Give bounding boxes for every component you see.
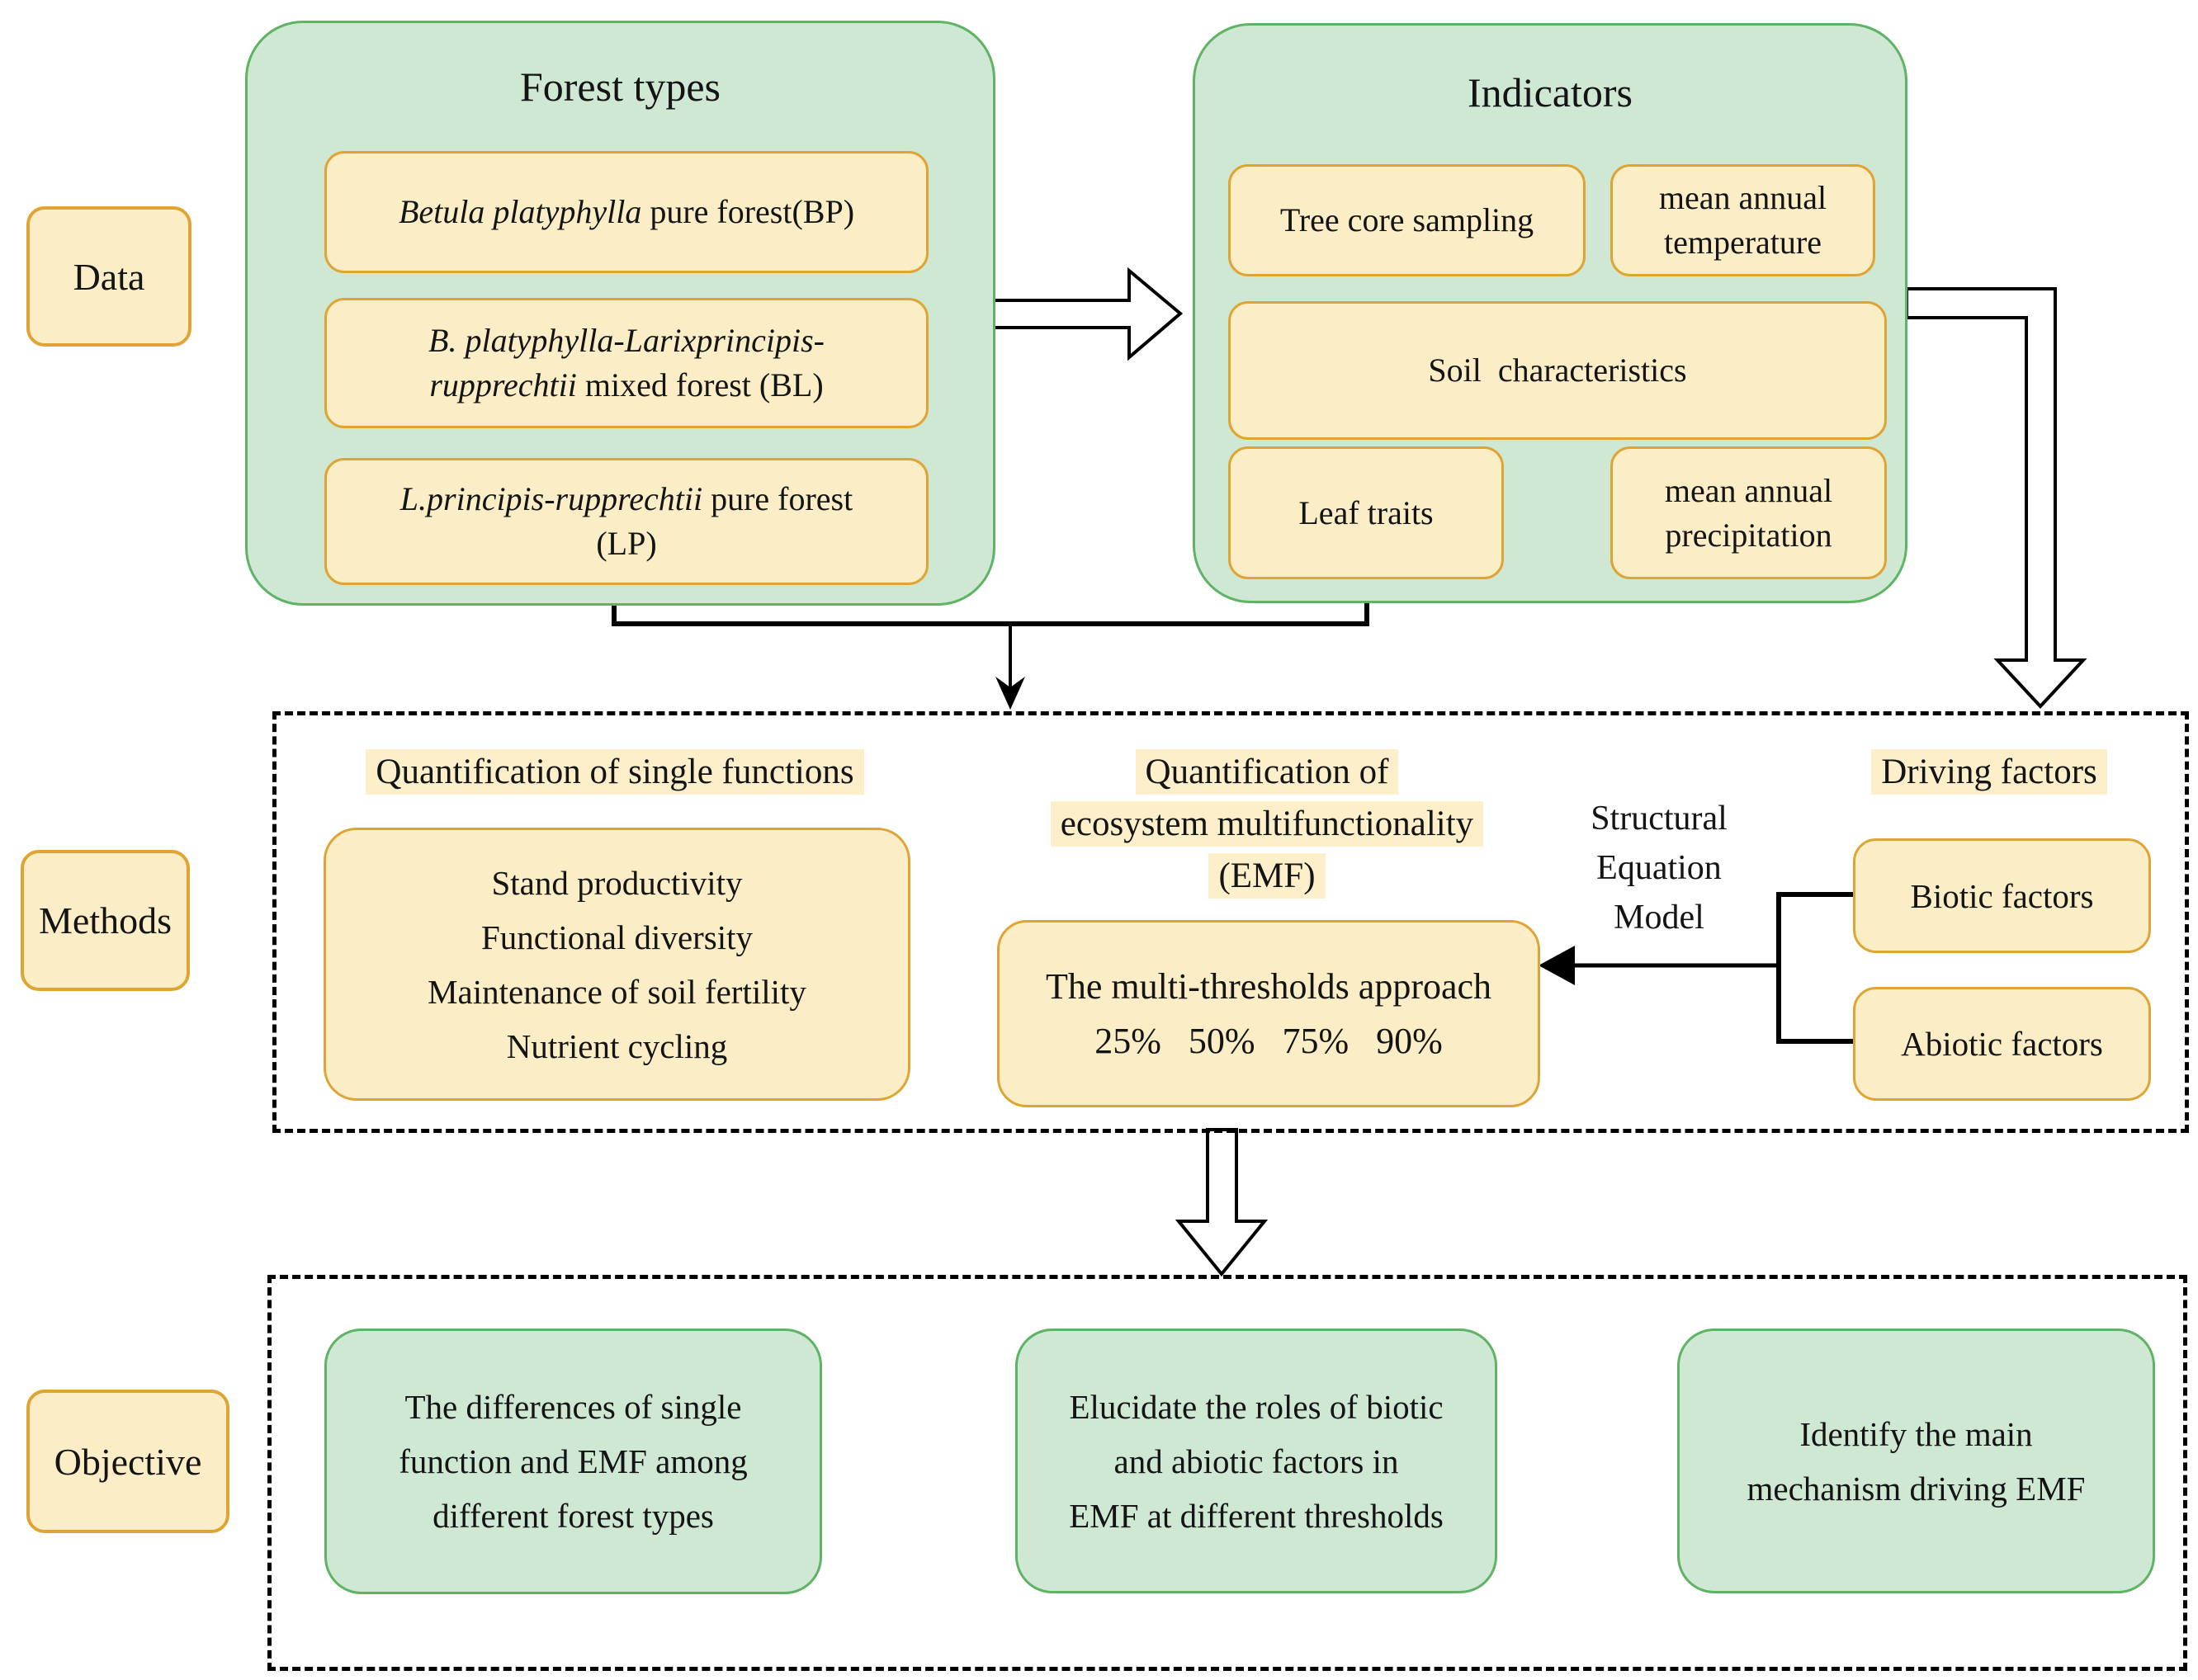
bl-species-line1: B. platyphylla-Larixprincipis- xyxy=(428,322,825,359)
bracket-to-methods-arrowhead xyxy=(995,677,1025,710)
mean-precip-box: mean annual precipitation xyxy=(1610,446,1887,579)
bl-forest-box: B. platyphylla-Larixprincipis- rupprecht… xyxy=(324,298,929,428)
single-functions-heading-text: Quantification of single functions xyxy=(366,749,864,795)
abiotic-factors-box: Abiotic factors xyxy=(1853,987,2151,1101)
forest-types-title: Forest types xyxy=(519,64,721,110)
sem-line: Equation xyxy=(1596,849,1722,887)
objective1-line: The differences of single xyxy=(404,1388,742,1426)
lp-species: L.principis-rupprechtii xyxy=(399,480,703,517)
bl-rest: mixed forest (BL) xyxy=(576,366,824,403)
mean-temp-line2: temperature xyxy=(1664,224,1822,261)
lp-forest-line2: (LP) xyxy=(596,525,657,562)
sem-line: Structural xyxy=(1591,800,1728,838)
data-label-text: Data xyxy=(73,255,145,298)
bl-forest-line1: B. platyphylla-Larixprincipis- xyxy=(428,319,825,363)
mean-temp-line1: mean annual xyxy=(1658,179,1827,216)
lp-forest-line1: L.principis-rupprechtii pure forest xyxy=(400,477,853,521)
objective-label-text: Objective xyxy=(54,1440,202,1483)
thresholds-line2: 25% 50% 75% 90% xyxy=(1094,1020,1443,1061)
leaf-traits-text: Leaf traits xyxy=(1298,493,1434,531)
single-functions-box: Stand productivity Functional diversity … xyxy=(324,828,910,1101)
emf-heading: Quantification of ecosystem multifunctio… xyxy=(978,749,1556,899)
mean-temp-box: mean annual temperature xyxy=(1610,164,1875,276)
sem-line: Model xyxy=(1614,899,1704,937)
tree-core-box: Tree core sampling xyxy=(1228,164,1586,276)
objective2-line: EMF at different thresholds xyxy=(1069,1496,1444,1535)
lp-rest: pure forest xyxy=(702,480,853,517)
driving-factors-heading-text: Driving factors xyxy=(1871,749,2107,795)
objective-box-1: The differences of single function and E… xyxy=(324,1328,822,1594)
single-function-item: Stand productivity xyxy=(491,863,743,902)
indicators-panel: Indicators Tree core sampling mean annua… xyxy=(1193,23,1907,603)
bp-rest: pure forest(BP) xyxy=(641,193,855,230)
objective2-line: Elucidate the roles of biotic xyxy=(1069,1387,1444,1426)
soil-box: Soil characteristics xyxy=(1228,301,1887,440)
objective-label: Objective xyxy=(26,1390,229,1533)
biotic-factors-text: Biotic factors xyxy=(1910,876,2094,915)
single-functions-heading: Quantification of single functions xyxy=(281,749,949,795)
thresholds-line1: The multi-thresholds approach xyxy=(1045,965,1492,1007)
single-function-item: Functional diversity xyxy=(480,918,754,956)
abiotic-factors-text: Abiotic factors xyxy=(1901,1025,2103,1063)
biotic-factors-box: Biotic factors xyxy=(1853,838,2151,953)
emf-heading-line2: ecosystem multifunctionality xyxy=(1050,801,1484,847)
mean-precip-line2: precipitation xyxy=(1665,516,1832,554)
driving-factors-heading: Driving factors xyxy=(1816,749,2163,795)
bl-forest-line2: rupprechtii mixed forest (BL) xyxy=(429,363,823,408)
objective2-line: and abiotic factors in xyxy=(1113,1442,1399,1480)
objective1-line: function and EMF among xyxy=(399,1442,748,1480)
bp-forest-box: Betula platyphylla pure forest(BP) xyxy=(324,151,929,273)
tree-core-text: Tree core sampling xyxy=(1279,201,1534,238)
single-function-item: Nutrient cycling xyxy=(506,1026,728,1065)
data-label: Data xyxy=(26,206,191,347)
methods-label-text: Methods xyxy=(39,899,172,941)
bl-species-line2: rupprechtii xyxy=(429,366,577,403)
leaf-traits-box: Leaf traits xyxy=(1228,446,1504,579)
thresholds-box: The multi-thresholds approach 25% 50% 75… xyxy=(997,920,1540,1107)
objective-section-box xyxy=(267,1275,2187,1671)
objective3-line: mechanism driving EMF xyxy=(1747,1469,2086,1508)
objective-box-2: Elucidate the roles of biotic and abioti… xyxy=(1015,1328,1497,1593)
objective3-line: Identify the main xyxy=(1799,1414,2033,1453)
emf-heading-line3: (EMF) xyxy=(1208,853,1326,899)
forest-to-indicators-arrow xyxy=(989,267,1184,361)
methods-to-objective-arrow xyxy=(1175,1128,1269,1277)
forest-types-panel: Forest types Betula platyphylla pure for… xyxy=(245,21,995,606)
methods-label: Methods xyxy=(21,850,190,991)
bp-forest-text: Betula platyphylla pure forest(BP) xyxy=(399,190,854,234)
indicators-title: Indicators xyxy=(1468,69,1633,116)
lp-forest-box: L.principis-rupprechtii pure forest (LP) xyxy=(324,458,929,585)
objective-box-3: Identify the main mechanism driving EMF xyxy=(1677,1328,2155,1593)
mean-precip-line1: mean annual xyxy=(1664,471,1833,509)
emf-heading-line1: Quantification of xyxy=(1135,749,1399,795)
objective1-line: different forest types xyxy=(433,1497,714,1535)
bp-species: Betula platyphylla xyxy=(398,193,642,230)
soil-text: Soil characteristics xyxy=(1428,352,1687,389)
methods-section-box xyxy=(272,711,2189,1133)
indicators-to-methods-arrow xyxy=(1905,287,2087,709)
sem-text: Structural Equation Model xyxy=(1535,794,1783,942)
single-function-item: Maintenance of soil fertility xyxy=(428,972,806,1011)
